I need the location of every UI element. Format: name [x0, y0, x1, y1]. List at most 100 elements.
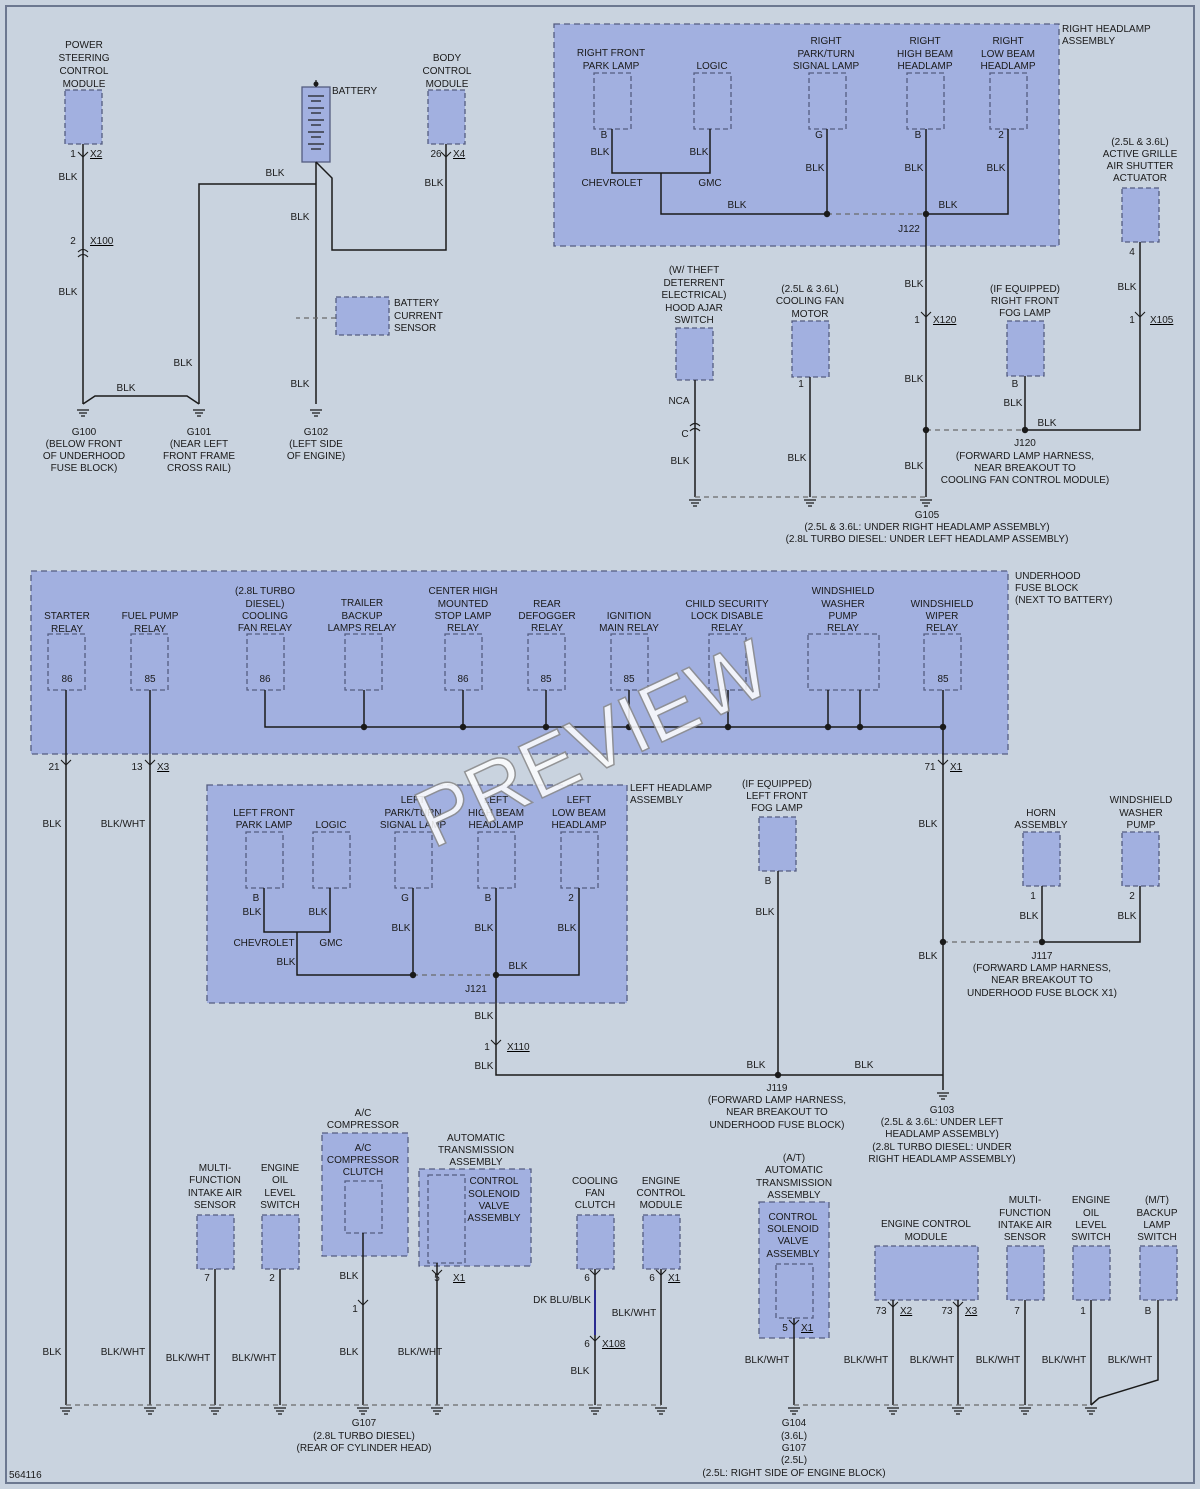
svg-text:6: 6	[584, 1339, 590, 1350]
svg-text:BLK: BLK	[919, 951, 938, 962]
right-headlamp-assembly-box	[553, 23, 1060, 247]
svg-text:BLK: BLK	[558, 923, 577, 934]
connector-symbols	[60, 151, 1146, 1342]
svg-text:85: 85	[540, 674, 552, 685]
right-logic-box	[693, 72, 732, 130]
svg-text:BLK: BLK	[671, 456, 690, 467]
fan-clutch-box	[576, 1214, 615, 1270]
oil-level-switch-1-box	[261, 1214, 300, 1270]
oil-level-switch-2-box	[1072, 1245, 1111, 1301]
wiper-relay-box	[923, 633, 962, 691]
svg-text:BLK: BLK	[905, 461, 924, 472]
svg-text:BLK/WHT: BLK/WHT	[101, 819, 145, 830]
svg-text:1: 1	[1129, 315, 1135, 326]
svg-text:GMC: GMC	[698, 178, 721, 189]
svg-text:73: 73	[941, 1306, 953, 1317]
right-low-beam-box	[989, 72, 1028, 130]
svg-text:1: 1	[352, 1304, 358, 1315]
svg-text:BLK: BLK	[919, 819, 938, 830]
svg-text:NCA: NCA	[668, 396, 689, 407]
svg-text:BLK/WHT: BLK/WHT	[1108, 1355, 1152, 1366]
g104-label: G104(3.6L)G107(2.5L)(2.5L: RIGHT SIDE OF…	[702, 1418, 885, 1479]
solenoid-valve-1-box	[427, 1174, 466, 1264]
svg-text:BLK: BLK	[392, 923, 411, 934]
conn-x2: X2	[90, 149, 103, 160]
left-logic-label: LOGIC	[315, 820, 346, 831]
conn-x1-a: X1	[950, 762, 963, 773]
connector-ids: X2 X4 X100 X120 X105 X3 X1 X110 X1 X1 X1…	[90, 149, 1174, 1350]
svg-text:6: 6	[584, 1273, 590, 1284]
svg-text:5: 5	[782, 1323, 788, 1334]
g105-label: G105(2.5L & 3.6L: UNDER RIGHT HEADLAMP A…	[786, 510, 1069, 545]
conn-x3-b: X3	[965, 1306, 978, 1317]
svg-text:BLK: BLK	[690, 147, 709, 158]
svg-text:7: 7	[1014, 1306, 1020, 1317]
cooling-fan-relay-box	[246, 633, 285, 691]
conn-x105: X105	[1150, 315, 1174, 326]
svg-text:B: B	[915, 130, 922, 141]
svg-text:BLK: BLK	[243, 907, 262, 918]
svg-text:BLK: BLK	[475, 1011, 494, 1022]
svg-text:BLK/WHT: BLK/WHT	[910, 1355, 954, 1366]
battery-label: BATTERY	[332, 86, 378, 97]
svg-text:G: G	[401, 893, 409, 904]
ground-symbols	[60, 409, 1097, 1415]
svg-text:BLK: BLK	[905, 374, 924, 385]
solenoid-valve-2-box	[775, 1263, 814, 1319]
svg-text:BLK: BLK	[291, 212, 310, 223]
conn-x1-d: X1	[801, 1323, 814, 1334]
svg-text:1: 1	[70, 149, 76, 160]
svg-text:BLK/WHT: BLK/WHT	[166, 1353, 210, 1364]
washer-pump-box	[1121, 831, 1160, 887]
power-steering-module-box	[64, 89, 103, 145]
svg-text:CHEVROLET: CHEVROLET	[233, 938, 294, 949]
svg-text:86: 86	[259, 674, 271, 685]
right-front-park-lamp-box	[593, 72, 632, 130]
maf-sensor-2-box	[1006, 1245, 1045, 1301]
ignition-relay-box	[610, 633, 649, 691]
svg-text:BLK: BLK	[291, 379, 310, 390]
svg-text:1: 1	[1080, 1306, 1086, 1317]
svg-text:BLK: BLK	[340, 1347, 359, 1358]
svg-text:BLK: BLK	[591, 147, 610, 158]
j122-label: J122	[898, 224, 920, 235]
j120-label: J120(FORWARD LAMP HARNESS,NEAR BREAKOUT …	[941, 438, 1110, 486]
cooling-fan-motor-box	[791, 320, 830, 378]
svg-text:BLK: BLK	[1118, 282, 1137, 293]
left-low-beam-box	[560, 831, 599, 889]
wires	[65, 129, 1159, 1406]
svg-text:BLK: BLK	[475, 1061, 494, 1072]
svg-text:BLK: BLK	[174, 358, 193, 369]
svg-text:1: 1	[1030, 891, 1036, 902]
j119-label: J119(FORWARD LAMP HARNESS,NEAR BREAKOUT …	[708, 1083, 846, 1131]
svg-text:2: 2	[1129, 891, 1135, 902]
svg-text:BLK: BLK	[1004, 398, 1023, 409]
left-front-fog-lamp-box	[758, 816, 797, 872]
washer-pump-relay-box	[807, 633, 880, 691]
svg-text:2: 2	[70, 236, 76, 247]
svg-text:BLK: BLK	[1118, 911, 1137, 922]
